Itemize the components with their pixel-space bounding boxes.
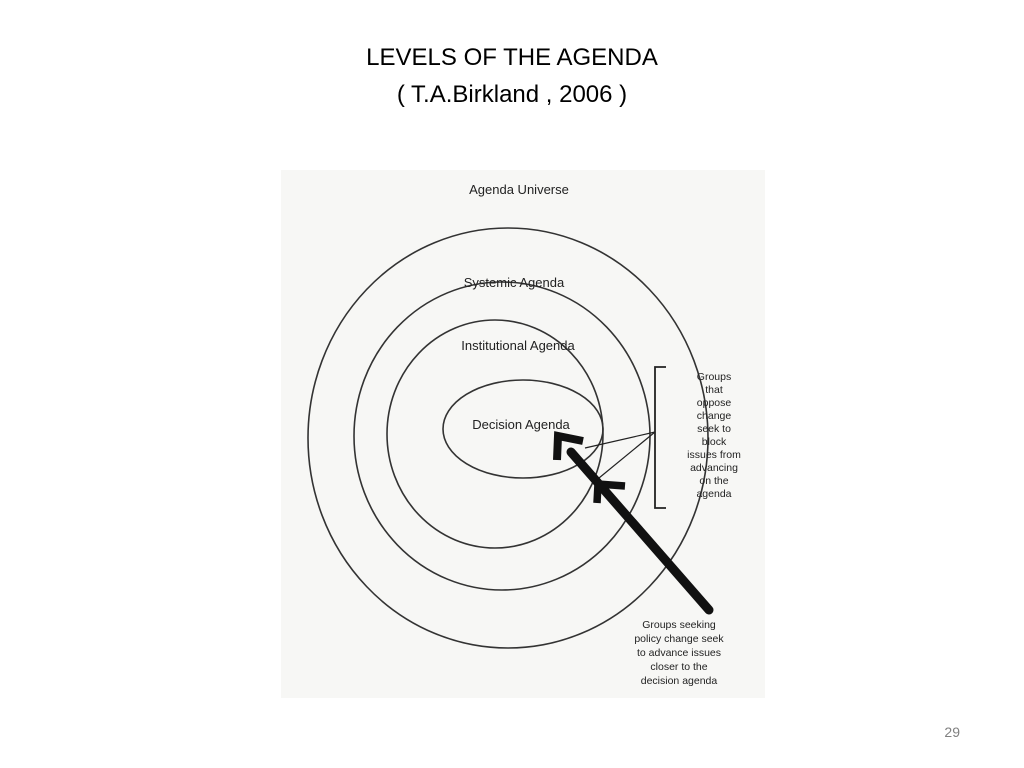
block-note-line: block (702, 436, 727, 448)
decision-agenda-label: Decision Agenda (472, 417, 570, 432)
slide-title: LEVELS OF THE AGENDA (366, 44, 658, 71)
advance-note-line: closer to the (650, 661, 707, 673)
advance-note-line: policy change seek (634, 633, 724, 645)
institutional-agenda-label: Institutional Agenda (461, 338, 575, 353)
decision-agenda-ring (442, 379, 604, 479)
agenda-levels-diagram: Agenda Universe Systemic Agenda Institut… (307, 182, 741, 687)
block-note: Groups that oppose change seek to block … (687, 371, 741, 500)
block-note-line: agenda (696, 488, 731, 500)
systemic-agenda-ring (353, 281, 651, 591)
advance-note-line: decision agenda (641, 675, 718, 687)
block-connector-lower (598, 431, 656, 479)
block-note-bracket (654, 366, 666, 509)
agenda-universe-label: Agenda Universe (469, 182, 569, 197)
block-note-line: oppose (697, 397, 732, 409)
advance-note: Groups seeking policy change seek to adv… (634, 619, 724, 687)
block-connector-upper (584, 431, 656, 449)
systemic-agenda-label: Systemic Agenda (464, 275, 565, 290)
advance-note-line: Groups seeking (642, 619, 716, 631)
slide-subtitle: ( T.A.Birkland , 2006 ) (396, 81, 628, 108)
block-note-line: issues from (687, 449, 741, 461)
advance-arrow-shaft (566, 447, 714, 615)
agenda-universe-ring (307, 227, 709, 649)
block-note-line: seek to (697, 423, 731, 435)
institutional-agenda-ring (386, 319, 604, 549)
page-number: 29 (944, 724, 960, 740)
advance-note-line: to advance issues (637, 647, 721, 659)
block-note-line: on the (699, 475, 728, 487)
agenda-levels-figure: Agenda Universe Systemic Agenda Institut… (281, 170, 765, 698)
advance-arrowhead (553, 431, 584, 461)
advance-arrow-second-chevron (593, 479, 626, 504)
block-note-line: that (705, 384, 723, 396)
block-note-line: change (697, 410, 732, 422)
block-note-line: advancing (690, 462, 738, 474)
block-note-line: Groups (697, 371, 731, 383)
